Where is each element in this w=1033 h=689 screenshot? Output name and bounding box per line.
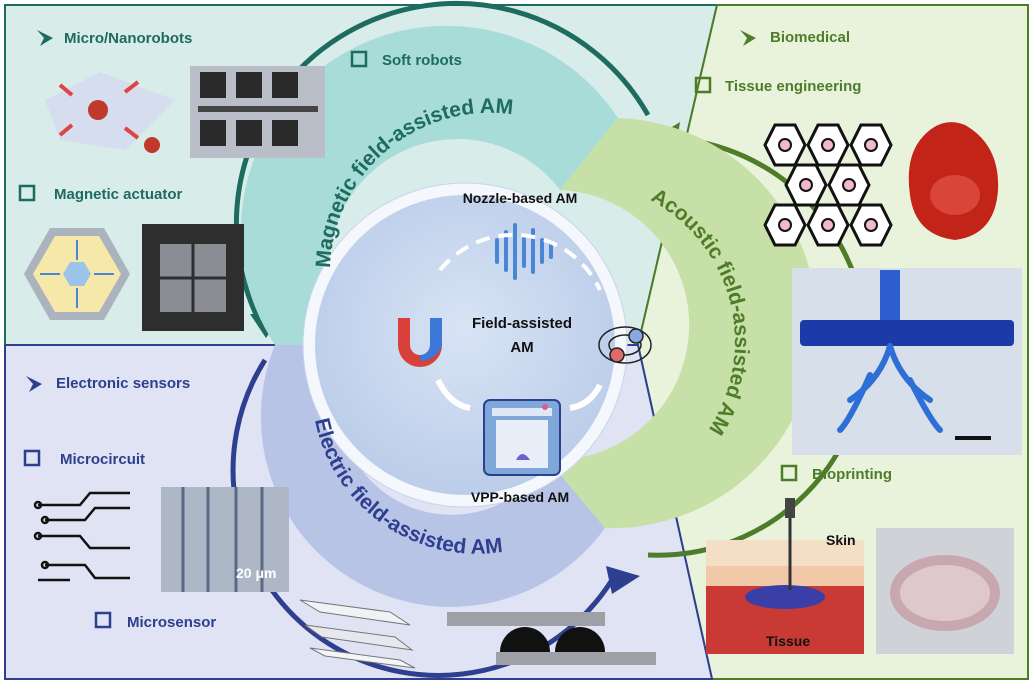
magnetic-actuator-header: Magnetic actuator	[18, 184, 183, 203]
tissue-engineering-header: Tissue engineering	[694, 76, 861, 95]
flow-arrow-left	[435, 378, 471, 411]
flow-arrow-right	[569, 383, 603, 411]
micro-robot-illustration	[45, 72, 175, 153]
svg-text:Magnetic actuator: Magnetic actuator	[54, 186, 183, 203]
micro-nanorobots-header: Micro/Nanorobots	[37, 30, 192, 47]
skin-tissue-illustration: Skin Tissue	[706, 498, 864, 654]
electronic-sensors-header: Electronic sensors	[26, 375, 190, 392]
circuit-illustration	[33, 491, 130, 582]
scale-label: 20 μm	[236, 565, 276, 581]
nozzle-label: Nozzle-based AM	[463, 190, 578, 206]
svg-text:Microsensor: Microsensor	[127, 614, 216, 631]
magnetic-ring-segment	[240, 25, 618, 346]
pressure-sensor-illustration	[447, 612, 656, 665]
microcircuit-photo: 20 μm	[161, 487, 289, 592]
dashed-cycle	[438, 232, 602, 291]
electric-charge-icon	[598, 326, 652, 364]
magnetic-actuator-photo	[142, 224, 244, 331]
biomedical-header: Biomedical	[740, 29, 850, 46]
3d-printer-icon	[483, 399, 561, 476]
microsensor-header: Microsensor	[94, 611, 216, 631]
center-title-line2: AM	[510, 339, 533, 356]
vpp-label: VPP-based AM	[471, 489, 569, 505]
soft-robots-header: Soft robots	[350, 50, 462, 69]
heart-photo	[908, 122, 999, 240]
svg-text:Soft robots: Soft robots	[382, 52, 462, 69]
electric-arrowhead	[606, 566, 640, 594]
magnet-icon	[398, 318, 442, 367]
bioprinting-header: Bioprinting	[780, 464, 892, 483]
microcircuit-header: Microcircuit	[23, 449, 145, 468]
soft-robot-photo	[190, 66, 325, 158]
acoustic-ring-segment	[548, 118, 817, 529]
svg-text:Biomedical: Biomedical	[770, 29, 850, 46]
svg-text:Tissue engineering: Tissue engineering	[725, 78, 861, 95]
electric-ring-segment	[260, 345, 605, 607]
vascular-print-photo	[792, 268, 1022, 455]
tissue-label: Tissue	[766, 633, 810, 649]
center-title-line1: Field-assisted	[472, 315, 572, 332]
center-disc	[315, 195, 615, 495]
cell-nuclei	[778, 138, 878, 232]
svg-text:Micro/Nanorobots: Micro/Nanorobots	[64, 30, 192, 47]
svg-text:Microcircuit: Microcircuit	[60, 451, 145, 468]
svg-text:Electronic sensors: Electronic sensors	[56, 375, 190, 392]
svg-text:Bioprinting: Bioprinting	[812, 466, 892, 483]
microsensor-layers-illustration	[299, 599, 416, 669]
hexagon-actuator-illustration	[24, 228, 130, 320]
skin-label: Skin	[826, 532, 856, 548]
ring-print-photo	[876, 528, 1014, 654]
